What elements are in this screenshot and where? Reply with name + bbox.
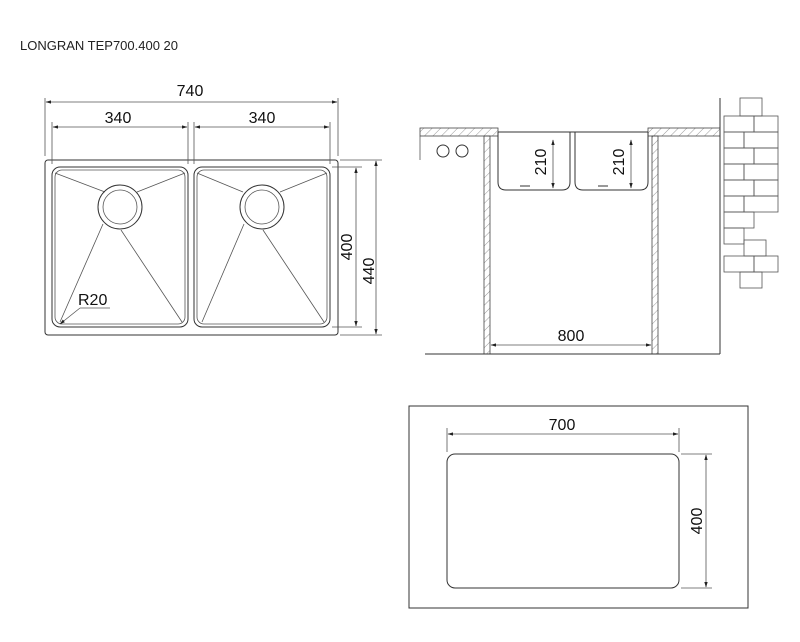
cabinet-width-label: 800 xyxy=(558,328,585,345)
sink-outer-frame xyxy=(44,159,339,336)
left-bowl-depth-label: 210 xyxy=(533,149,550,176)
right-bowl-width-label: 340 xyxy=(249,110,276,127)
left-bowl-width-label: 340 xyxy=(105,110,132,127)
cutout-view: 700 400 xyxy=(408,405,749,609)
tap-hole-left xyxy=(436,144,450,158)
tap-hole-right xyxy=(455,144,469,158)
cutout-outline xyxy=(446,453,680,589)
right-bowl-depth-label: 210 xyxy=(611,149,628,176)
right-bowl-profile xyxy=(574,132,649,191)
left-drain xyxy=(97,184,143,230)
cutout-width-label: 700 xyxy=(549,417,576,434)
cabinet-left-panel xyxy=(483,135,491,355)
right-drain xyxy=(239,184,285,230)
countertop-left xyxy=(419,127,499,137)
top-view: 740 340 340 400 440 R20 xyxy=(44,83,382,336)
drawing-title: LONGRAN TEP700.400 20 xyxy=(20,38,179,53)
cabinet-right-panel xyxy=(651,135,659,355)
left-bowl-profile xyxy=(497,132,571,191)
corner-radius-label: R20 xyxy=(78,292,107,309)
countertop-right xyxy=(647,127,721,137)
right-bowl xyxy=(193,166,331,328)
overall-width-label: 740 xyxy=(177,83,204,100)
side-view: 210 210 800 xyxy=(419,97,779,355)
cutout-depth-label: 400 xyxy=(689,508,706,535)
countertop-outline xyxy=(408,405,749,609)
overall-depth-label: 440 xyxy=(361,258,378,285)
brick-wall xyxy=(719,97,779,354)
left-bowl xyxy=(51,166,189,328)
bowl-depth-label: 400 xyxy=(339,234,356,261)
